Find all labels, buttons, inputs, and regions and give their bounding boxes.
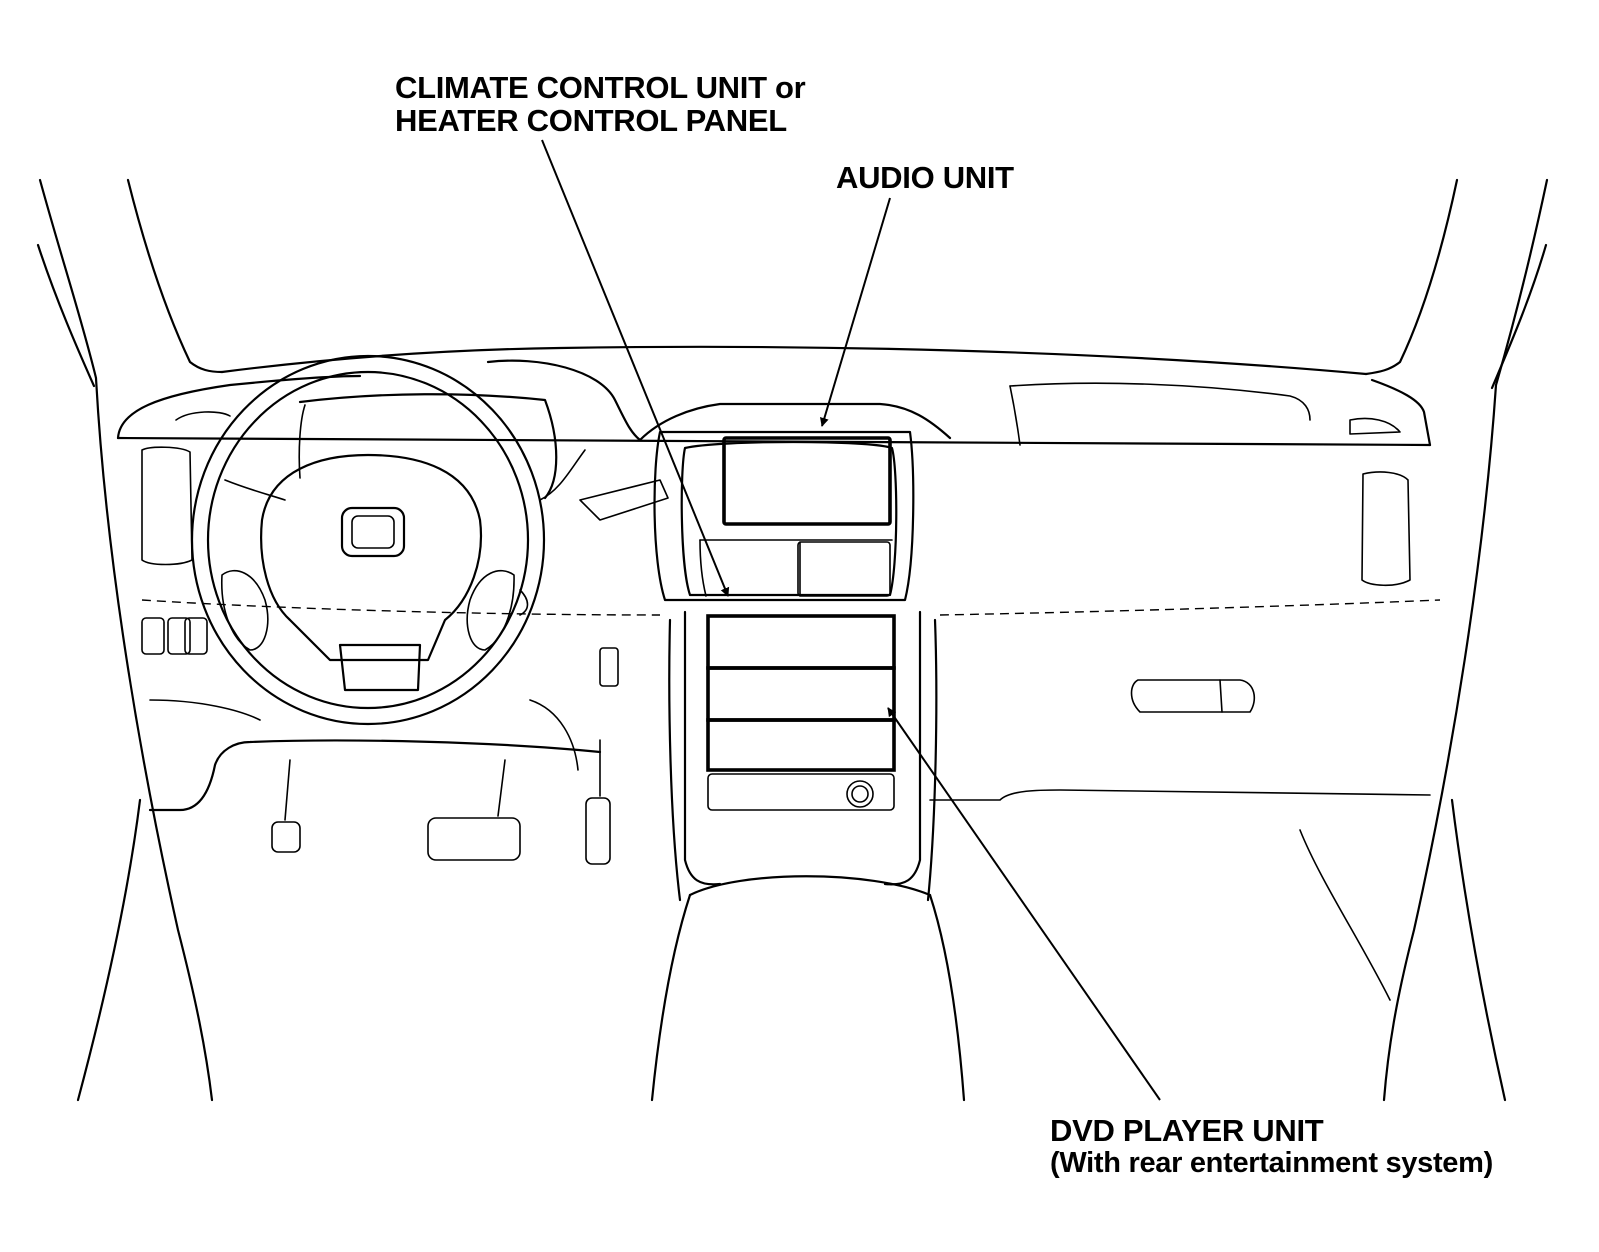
climate-leader bbox=[541, 139, 730, 597]
steering-wheel bbox=[190, 354, 546, 726]
instrument-cluster bbox=[298, 393, 586, 501]
glovebox bbox=[929, 471, 1431, 1001]
center-stack bbox=[653, 430, 915, 602]
dash-seams bbox=[141, 599, 1441, 616]
right-a-pillar bbox=[1364, 178, 1549, 1102]
climate-control-label: CLIMATE CONTROL UNIT or HEATER CONTROL P… bbox=[395, 70, 806, 138]
center-console bbox=[650, 610, 966, 1102]
audio-unit-box bbox=[722, 436, 892, 526]
leader-lines bbox=[541, 139, 1161, 1101]
dvd-player-label: DVD PLAYER UNIT (With rear entertainment… bbox=[1050, 1113, 1493, 1179]
dvd-label-line1: DVD PLAYER UNIT bbox=[1050, 1113, 1324, 1148]
left-vent bbox=[141, 446, 208, 655]
audio-unit-label: AUDIO UNIT bbox=[836, 160, 1014, 195]
audio-leader bbox=[820, 197, 891, 427]
left-a-pillar bbox=[36, 178, 224, 1102]
dvd-player-unit bbox=[706, 614, 896, 811]
dvd-leader bbox=[887, 707, 1161, 1101]
dashboard-top bbox=[116, 345, 1432, 447]
lower-left-dash bbox=[148, 699, 611, 865]
dvd-label-line2: (With rear entertainment system) bbox=[1050, 1146, 1493, 1179]
climate-label-line1: CLIMATE CONTROL UNIT or bbox=[395, 70, 806, 105]
audio-label-text: AUDIO UNIT bbox=[836, 160, 1014, 195]
climate-label-line2: HEATER CONTROL PANEL bbox=[395, 102, 787, 138]
